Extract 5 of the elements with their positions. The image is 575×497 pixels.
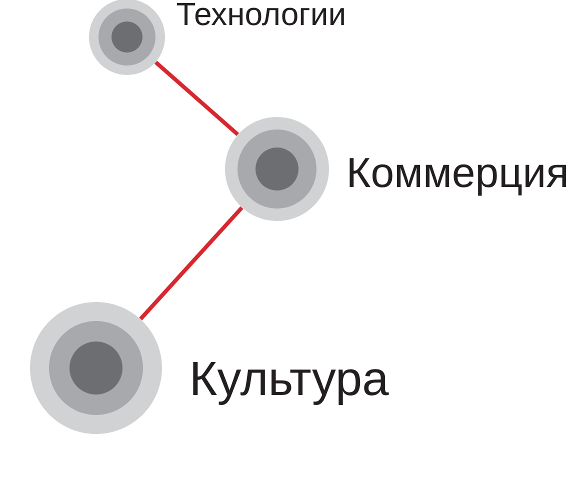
node-label: Культура (193, 362, 389, 405)
connector-line (139, 206, 244, 320)
connector-line (154, 60, 240, 136)
node-label: Технологии (176, 2, 344, 26)
node-label: Коммерция (350, 158, 566, 196)
